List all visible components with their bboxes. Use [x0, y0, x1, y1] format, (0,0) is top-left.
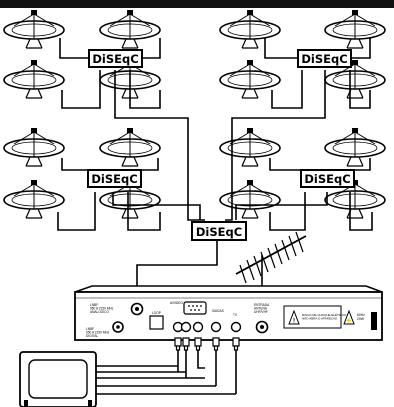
dish-layer: [3, 10, 386, 219]
switch-label: DiSEqC: [304, 172, 350, 186]
satellite-dish-icon: [99, 128, 161, 167]
satellite-dish-icon: [324, 10, 386, 49]
satellite-dish-icon: [3, 180, 65, 219]
satellite-dish-icon: [3, 60, 65, 99]
switch-label: DiSEqC: [92, 52, 138, 66]
diseqc-switch-main: DiSEqC: [191, 221, 247, 241]
outputs-label: SAIDAS: [212, 309, 224, 313]
tv-label: TV: [233, 313, 238, 317]
satellite-dish-icon: [99, 10, 161, 49]
satellite-dish-icon: [324, 60, 386, 99]
scart-port: [183, 301, 207, 315]
satellite-dish-icon: [3, 128, 65, 167]
satellite-dish-icon: [324, 128, 386, 167]
diseqc-switch-mid-right: DiSEqC: [300, 169, 355, 188]
cable-layer: [57, 38, 373, 395]
diseqc-switch-top-right: DiSEqC: [297, 49, 352, 68]
diseqc-switch-mid-left: DiSEqC: [87, 169, 142, 188]
tv-antenna-icon: [235, 231, 307, 284]
satellite-dish-icon: [219, 60, 281, 99]
audio-label: A/VIDEO: [170, 301, 183, 305]
satellite-dish-icon: [219, 128, 281, 167]
antenna-input-connector: [255, 320, 269, 334]
lnbf-input-connector: [130, 302, 144, 316]
tv-set-icon: [19, 351, 97, 407]
diseqc-switch-top-left: DiSEqC: [88, 49, 143, 68]
svg-text:⚡: ⚡: [345, 317, 352, 325]
rca-plugs: [174, 337, 240, 351]
loop-port: [149, 315, 164, 330]
warning-triangle-icon: [343, 309, 355, 325]
loop-label: LOOP: [152, 311, 161, 315]
top-band: [0, 0, 394, 8]
svg-text:!: !: [293, 319, 295, 325]
satellite-dish-icon: [324, 180, 386, 219]
switch-label: DiSEqC: [196, 225, 242, 239]
switch-label: DiSEqC: [91, 172, 137, 186]
satellite-dish-icon: [219, 180, 281, 219]
rca-outputs: [172, 321, 242, 333]
warning-triangle-icon: [288, 309, 300, 325]
satellite-dish-icon: [219, 10, 281, 49]
power-switch: [371, 312, 377, 330]
switch-label: DiSEqC: [301, 52, 347, 66]
lnbf-loop-connector: [112, 321, 124, 333]
satellite-dish-icon: [3, 10, 65, 49]
